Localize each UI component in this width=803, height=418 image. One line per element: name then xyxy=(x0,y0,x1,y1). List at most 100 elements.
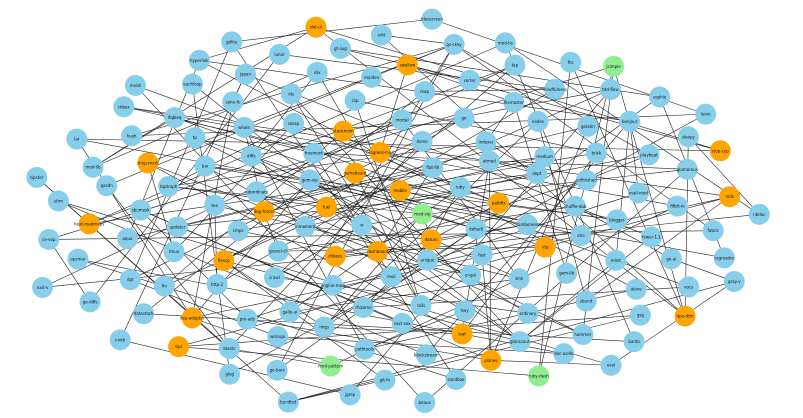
node-circle[interactable] xyxy=(748,203,770,225)
graph-node[interactable]: sink xyxy=(508,268,530,290)
node-circle[interactable] xyxy=(66,128,88,150)
graph-node[interactable]: bundled xyxy=(277,391,299,413)
node-circle[interactable] xyxy=(130,199,152,221)
graph-node[interactable]: glanscout xyxy=(509,331,531,353)
graph-node[interactable]: dep-adapter xyxy=(180,307,205,329)
node-circle[interactable] xyxy=(396,54,418,76)
node-circle[interactable] xyxy=(638,144,660,166)
graph-node[interactable]: gt-sug xyxy=(329,37,351,59)
node-circle[interactable] xyxy=(553,343,575,365)
graph-node[interactable]: seasp xyxy=(283,112,305,134)
node-circle[interactable] xyxy=(453,107,475,129)
graph-node[interactable]: playbeat xyxy=(638,144,660,166)
node-circle[interactable] xyxy=(443,33,465,55)
node-circle[interactable] xyxy=(113,96,135,118)
node-circle[interactable] xyxy=(109,329,131,351)
node-circle[interactable] xyxy=(305,16,327,38)
graph-node[interactable]: medium xyxy=(534,146,556,168)
node-circle[interactable] xyxy=(121,125,143,147)
graph-node[interactable]: lar xyxy=(66,128,88,150)
node-circle[interactable] xyxy=(222,91,244,113)
graph-node[interactable]: tipster xyxy=(26,166,48,188)
graph-node[interactable]: sophie xyxy=(649,86,671,108)
graph-node[interactable]: rolls xyxy=(719,186,741,208)
node-circle[interactable] xyxy=(603,55,625,77)
graph-node[interactable]: brisk xyxy=(585,142,607,164)
graph-node[interactable]: heat-roadmaps xyxy=(74,213,104,235)
node-circle[interactable] xyxy=(79,291,101,313)
node-circle[interactable] xyxy=(503,91,525,113)
graph-node[interactable]: lenin xyxy=(695,103,717,125)
graph-node[interactable]: sorter xyxy=(459,69,481,91)
node-circle[interactable] xyxy=(391,312,413,334)
node-circle[interactable] xyxy=(253,201,275,223)
node-circle[interactable] xyxy=(133,303,155,325)
node-circle[interactable] xyxy=(352,296,374,318)
graph-node[interactable]: gem-vip xyxy=(299,169,321,191)
graph-node[interactable]: whale xyxy=(233,116,255,138)
node-circle[interactable] xyxy=(606,209,628,231)
node-circle[interactable] xyxy=(26,166,48,188)
graph-node[interactable]: mindfulness xyxy=(543,78,567,100)
node-circle[interactable] xyxy=(332,120,354,142)
graph-node[interactable]: bardo xyxy=(623,331,645,353)
graph-node[interactable]: freemont xyxy=(303,142,325,164)
node-circle[interactable] xyxy=(478,150,500,172)
graph-node[interactable]: excl-vox xyxy=(391,312,413,334)
graph-node[interactable]: engine-mod xyxy=(321,274,345,296)
node-circle[interactable] xyxy=(585,142,607,164)
node-circle[interactable] xyxy=(268,43,290,65)
graph-node[interactable]: ordinary xyxy=(517,302,539,324)
node-circle[interactable] xyxy=(660,248,682,270)
graph-node[interactable]: japan xyxy=(234,63,256,85)
node-circle[interactable] xyxy=(234,63,256,85)
graph-node[interactable]: fuel xyxy=(316,196,338,218)
graph-node[interactable]: gallo-ui xyxy=(279,301,301,323)
node-circle[interactable] xyxy=(267,240,289,262)
graph-node[interactable]: bar xyxy=(194,155,216,177)
node-circle[interactable] xyxy=(516,214,538,236)
node-circle[interactable] xyxy=(575,290,597,312)
node-circle[interactable] xyxy=(82,156,104,178)
graph-node[interactable]: leaf xyxy=(451,323,473,345)
graph-node[interactable]: mail-mod xyxy=(628,182,650,204)
graph-node[interactable]: rails xyxy=(410,295,432,317)
graph-node[interactable]: gravel-cli xyxy=(267,240,289,262)
graph-node[interactable]: sleepy xyxy=(677,126,699,148)
graph-node[interactable]: slix xyxy=(306,61,328,83)
node-circle[interactable] xyxy=(299,169,321,191)
node-circle[interactable] xyxy=(723,270,745,292)
node-circle[interactable] xyxy=(599,79,621,101)
graph-node[interactable]: bonjour xyxy=(619,110,641,132)
graph-node[interactable]: vocs xyxy=(678,276,700,298)
node-circle[interactable] xyxy=(344,162,366,184)
node-circle[interactable] xyxy=(471,244,493,266)
node-circle[interactable] xyxy=(324,245,346,267)
graph-node[interactable]: stop-cop xyxy=(709,140,731,162)
graph-node[interactable]: ids xyxy=(280,83,302,105)
node-circle[interactable] xyxy=(504,54,526,76)
node-circle[interactable] xyxy=(674,305,696,327)
node-circle[interactable] xyxy=(570,225,592,247)
graph-node[interactable]: rhizome xyxy=(352,296,374,318)
graph-node[interactable]: dpt xyxy=(119,269,141,291)
graph-node[interactable]: map xyxy=(414,81,436,103)
graph-node[interactable]: ckbox xyxy=(113,96,135,118)
node-circle[interactable] xyxy=(411,203,433,225)
graph-node[interactable]: shop-mark xyxy=(137,152,159,174)
graph-node[interactable]: rust-v xyxy=(32,276,54,298)
graph-node[interactable]: go xyxy=(453,107,475,129)
graph-node[interactable]: ruby-dash xyxy=(528,365,550,387)
graph-node[interactable]: jsimple xyxy=(603,55,625,77)
node-circle[interactable] xyxy=(279,301,301,323)
node-circle[interactable] xyxy=(351,214,373,236)
graph-node[interactable]: hush xyxy=(121,125,143,147)
node-circle[interactable] xyxy=(509,331,531,353)
graph-node[interactable]: filemaster xyxy=(503,91,525,113)
node-circle[interactable] xyxy=(695,103,717,125)
graph-node[interactable]: gs-ckey xyxy=(443,33,465,55)
node-circle[interactable] xyxy=(322,274,344,296)
node-circle[interactable] xyxy=(361,66,383,88)
node-circle[interactable] xyxy=(575,169,597,191)
node-circle[interactable] xyxy=(78,213,100,235)
